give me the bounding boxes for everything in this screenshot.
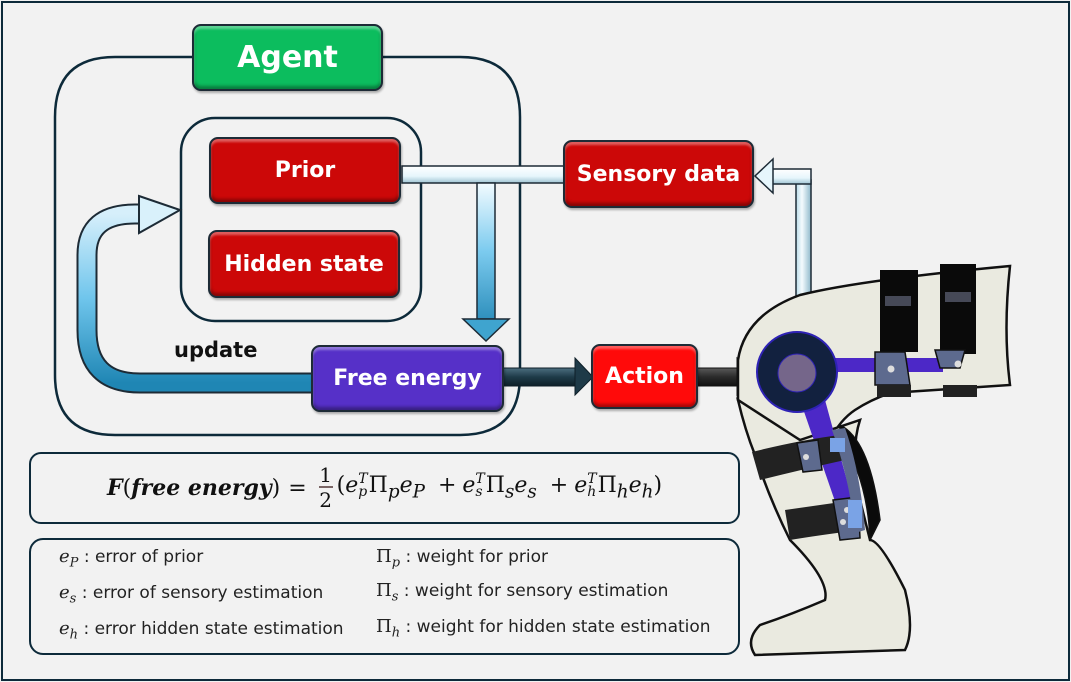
agent-inner-container xyxy=(179,116,423,323)
hidden-state-label: Hidden state xyxy=(224,251,384,277)
legend-item: eh : error hidden state estimation xyxy=(59,618,344,643)
legend-item: es : error of sensory estimation xyxy=(59,582,324,607)
formula-lhs: F(free energy) xyxy=(106,475,281,501)
free-energy-to-action-arrow xyxy=(500,356,594,397)
legend-item: eP : error of prior xyxy=(59,546,204,571)
formula-fraction: 1 2 xyxy=(318,463,333,512)
agent-node: Agent xyxy=(192,24,383,91)
free-energy-label: Free energy xyxy=(333,366,482,391)
agent-container xyxy=(53,55,522,437)
update-arrow xyxy=(76,194,313,394)
prior-label: Prior xyxy=(274,158,336,183)
action-node: Action xyxy=(591,344,698,409)
formula-equals: = xyxy=(288,475,307,501)
action-label: Action xyxy=(605,364,684,389)
sensory-data-node: Sensory data xyxy=(563,140,754,208)
sensory-to-prior-arrow xyxy=(401,165,565,184)
legend-item: Πh : weight for hidden state estimation xyxy=(376,616,711,641)
agent-label: Agent xyxy=(237,40,338,75)
knee-orthosis-illustration xyxy=(736,264,1012,657)
sensory-data-label: Sensory data xyxy=(576,161,741,187)
legend-item: Πp : weight for prior xyxy=(376,546,548,571)
symbol-legend: eP : error of prior es : error of sensor… xyxy=(29,538,740,655)
hidden-state-node: Hidden state xyxy=(208,230,400,298)
prior-node: Prior xyxy=(209,137,401,204)
free-energy-node: Free energy xyxy=(311,345,504,412)
prior-to-free-energy-arrow xyxy=(461,182,511,343)
update-label: update xyxy=(174,338,258,362)
legend-item: Πs : weight for sensory estimation xyxy=(376,580,669,605)
orthosis-to-sensory-arrow xyxy=(753,157,812,329)
